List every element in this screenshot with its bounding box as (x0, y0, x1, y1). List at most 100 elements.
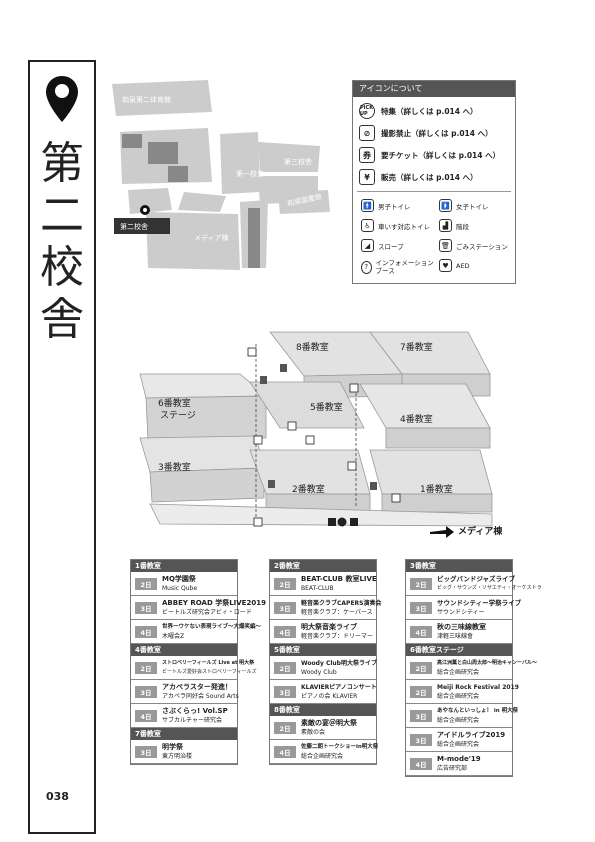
event-org: 軽音楽クラブ：ドリーマー (301, 632, 374, 640)
event-org: 総合企画研究会 (437, 716, 480, 724)
event-row: 3日あやなんといっしょ！ in 明大祭総合企画研究会 (406, 704, 518, 728)
legend-label: ごみステーション (456, 242, 508, 251)
stairs-icon: ▟ (439, 219, 452, 232)
legend-item-pickup: PICK UP 特集（詳しくは p.014 へ） (359, 103, 478, 119)
schedule-column-3: 3番教室 2日ビッグバンドジャズライブビッグ・サウンズ・ソサエティ・オーケストラ… (405, 559, 542, 777)
title-sidebar (28, 60, 96, 834)
event-title: ストロベリーフィールズ Live at 明大祭 (162, 659, 255, 666)
room-header: 3番教室 (406, 560, 512, 572)
legend-item-info: ? インフォメーション ブース (361, 259, 437, 275)
day-badge: 4日 (410, 757, 432, 770)
event-org: ピアノの会 KLAVIER (301, 692, 358, 700)
event-title: ビッグバンドジャズライブ (437, 574, 515, 583)
day-badge: 2日 (135, 661, 157, 674)
event-title: 軽音楽クラブCAPERS演奏会 (301, 599, 382, 607)
event-org: 木曜会Z (162, 632, 185, 640)
event-title: サウンドシティー学祭ライブ (437, 598, 522, 607)
legend-divider (357, 191, 511, 192)
event-org: Music Qube (162, 584, 198, 592)
room-label-8: 8番教室 (296, 341, 329, 353)
room-header: 5番教室 (270, 644, 376, 656)
room-label-4: 4番教室 (400, 413, 433, 425)
legend-item-womens-toilet: 🚺 女子トイレ (439, 199, 489, 212)
event-org: 総合企画研究会 (437, 740, 480, 748)
event-org: 広告研究部 (437, 764, 468, 772)
title-char: 第 (40, 138, 84, 189)
day-badge: 3日 (274, 685, 296, 698)
campus-label-bldg2: 第二校舎 (120, 222, 148, 231)
room-label-7: 7番教室 (400, 341, 433, 353)
info-icon: ? (361, 260, 372, 274)
day-badge: 4日 (274, 745, 296, 758)
event-org: サブカルチャー研究会 (162, 716, 222, 724)
day-badge: 2日 (274, 661, 296, 674)
room-label-1: 1番教室 (420, 483, 453, 495)
legend-label: 要チケット（詳しくは p.014 へ） (381, 150, 501, 160)
room-label-2: 2番教室 (292, 483, 325, 495)
floor-map: 8番教室 7番教室 6番教室 ステージ 5番教室 4番教室 3番教室 2番教室 … (139, 331, 503, 538)
legend-label: 販売（詳しくは p.014 へ） (381, 172, 478, 182)
event-row: 4日明大祭音楽ライブ軽音楽クラブ：ドリーマー (270, 620, 376, 644)
room-header: 8番教室 (270, 704, 376, 716)
day-badge: 3日 (274, 601, 296, 614)
event-org: BEAT-CLUB (301, 584, 334, 592)
day-badge: 3日 (410, 733, 432, 746)
event-row: 2日素敵の宴＠明大祭素敵の会 (270, 716, 376, 740)
stairs-markers (247, 347, 401, 527)
room-label-3: 3番教室 (158, 461, 191, 473)
day-badge: 4日 (135, 625, 157, 638)
event-row: 3日明学祭東方明治楼 (131, 740, 237, 764)
campus-map: 和泉第二体育館 第一校舎 第三校舎 第二校舎 メディア棟 和泉図書館 (112, 80, 330, 270)
day-badge: 2日 (274, 721, 296, 734)
campus-label-media: メディア棟 (194, 233, 229, 242)
room-label-5: 5番教室 (310, 401, 343, 413)
day-badge: 2日 (410, 685, 432, 698)
day-badge: 2日 (410, 577, 432, 590)
day-badge: 2日 (135, 577, 157, 590)
day-badge: 2日 (274, 577, 296, 590)
legend-label: インフォメーション ブース (375, 259, 434, 275)
event-org: アカペラ同好会 Sound Arts (162, 692, 239, 700)
event-org: ビッグ・サウンズ・ソサエティ・オーケストラ (437, 584, 542, 591)
event-title: さぶくらっ! Vol.SP (162, 706, 228, 715)
day-badge: 4日 (135, 709, 157, 722)
event-org: 津軽三味線會 (437, 632, 474, 640)
slope-icon: ◢ (361, 239, 374, 252)
yen-icon: ¥ (359, 169, 375, 185)
event-title: Meiji Rock Festival 2019 (437, 683, 519, 691)
event-row: 4日世界一ウケない表現ライブ〜大爆笑編〜木曜会Z (131, 620, 261, 644)
room-header: 7番教室 (131, 728, 237, 740)
event-title: BEAT-CLUB 教室LIVE (301, 574, 377, 583)
room-header: 2番教室 (270, 560, 376, 572)
legend-label: 男子トイレ (378, 202, 411, 211)
aed-icon: ♥ (439, 259, 452, 272)
event-title: 世界一ウケない表現ライブ〜大爆笑編〜 (162, 623, 262, 630)
event-row: 2日ストロベリーフィールズ Live at 明大祭ビートルズ愛好会ストロベリーフ… (131, 656, 257, 680)
event-row: 3日 KLAVIERピアノコンサートピアノの会 KLAVIER (270, 680, 377, 704)
room-label-6: 6番教室 (158, 397, 191, 409)
event-title: ABBEY ROAD 学祭LIVE2019 (162, 598, 266, 607)
day-badge: 2日 (410, 661, 432, 674)
event-title: アカペラスター発進！ (162, 682, 232, 691)
day-badge: 3日 (410, 601, 432, 614)
toilet-markers (260, 364, 377, 490)
legend-item-no-photo: ⊘ 撮影禁止（詳しくは p.014 へ） (359, 125, 493, 141)
day-badge: 3日 (410, 709, 432, 722)
event-row: 3日軽音楽クラブCAPERS演奏会軽音楽クラブ：ケーパース (270, 596, 382, 620)
event-org: 素敵の会 (301, 728, 326, 736)
legend-item-accessible-toilet: ♿ 車いす対応トイレ (361, 219, 430, 232)
event-title: KLAVIERピアノコンサート (301, 683, 377, 691)
event-org: 総合企画研究会 (437, 692, 480, 700)
legend-item-ticket: 券 要チケット（詳しくは p.014 へ） (359, 147, 500, 163)
campus-label-gym: 和泉第二体育館 (122, 95, 171, 104)
campus-label-bldg1: 第一校舎 (236, 169, 264, 178)
page-number: 038 (46, 790, 69, 803)
event-title: 明学祭 (162, 742, 183, 751)
day-badge: 3日 (135, 745, 157, 758)
event-org: サウンドシティー (437, 608, 485, 616)
